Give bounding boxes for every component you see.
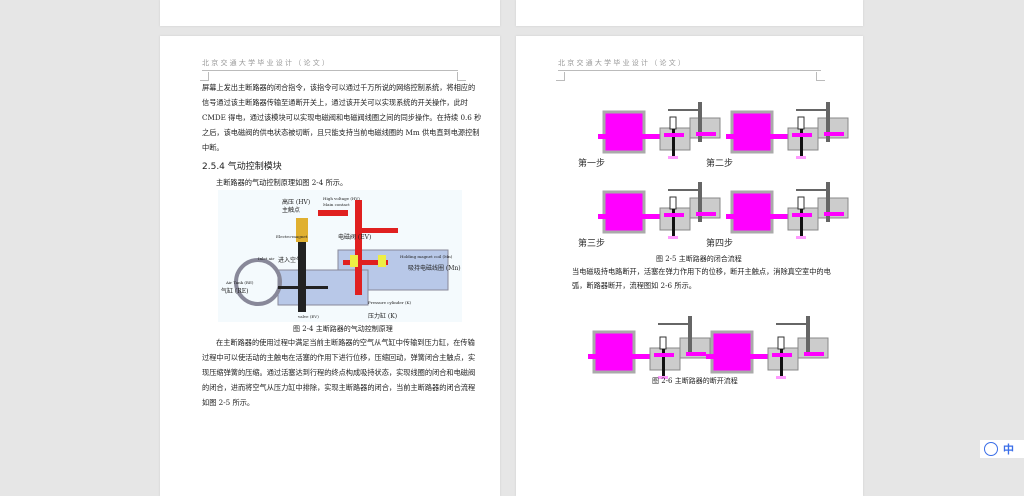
paragraph-line: 在主断路器的使用过程中满足当前主断路器的空气从气缸中传输到压力缸，在传输 (216, 338, 475, 347)
paragraph-line: 过程中可以使活动的主触电在活塞的作用下进行位移，压缩回动，弹簧闭合主触点，实 (202, 353, 476, 362)
svg-text:进入空气: 进入空气 (278, 256, 302, 264)
paragraph: 弧，断路器断开，流程图如 2-6 所示。 (572, 281, 696, 290)
page-right: 北 京 交 通 大 学 毕 业 设 计 （ 论 文 ） 第一步 第二步 第三步 … (516, 36, 863, 496)
page-header: 北 京 交 通 大 学 毕 业 设 计 （ 论 文 ） (558, 58, 821, 71)
svg-text:High voltage (HV): High voltage (HV) (323, 196, 360, 201)
paragraph-line: 屏幕上发出主断路器的闭合指令，该指令可以通过千万所说的网络控制系统，将相应的 (202, 83, 476, 92)
svg-text:电磁阀 (EV): 电磁阀 (EV) (338, 233, 371, 241)
svg-text:Electro-magnet: Electro-magnet (276, 234, 308, 239)
svg-text:压力缸 (K): 压力缸 (K) (368, 312, 397, 320)
page-left: 北 京 交 通 大 学 毕 业 设 计 （ 论 文 ） 屏幕上发出主断路器的闭合… (160, 36, 500, 496)
breaker-step-diagram (726, 102, 849, 159)
svg-text:Holding magnet coil (Mn): Holding magnet coil (Mn) (400, 254, 453, 259)
figure-caption: 图 2-4 主断路器的气动控制原理 (293, 325, 393, 333)
page-header: 北 京 交 通 大 学 毕 业 设 计 （ 论 文 ） (202, 58, 458, 71)
ime-toolbar[interactable]: 中 (980, 440, 1024, 458)
paragraph-line: CMDE 得电，通过该模块可以实现电磁阀和电磁阀线圈之间的同步操作。在持续 0.… (202, 113, 482, 122)
intro-text: 主断路器的气动控制原理如图 2-4 所示。 (216, 178, 348, 187)
breaker-step-diagram (598, 182, 721, 239)
breaker-step-diagram (706, 316, 829, 379)
paragraph-line: 中断。 (202, 143, 224, 152)
svg-text:Inlet air: Inlet air (258, 256, 274, 261)
svg-text:Main contact: Main contact (323, 202, 350, 207)
paragraph-line: 的闭合，进而将空气从压力缸中排除，实现主断路器的闭合，当前主断路器的闭合流程 (202, 383, 476, 392)
svg-text:主触点: 主触点 (282, 206, 300, 214)
paragraph-line: 如图 2-5 所示。 (202, 398, 255, 407)
figure-caption-2-5: 图 2-5 主断路器的闭合流程 (656, 255, 742, 263)
svg-text:气缸 (RE): 气缸 (RE) (221, 287, 249, 295)
paragraph: 当电磁吸持电路断开，活塞在弹力作用下的位移，断开主触点，消除真空室中的电 (572, 267, 831, 276)
ime-logo-icon[interactable] (984, 442, 998, 456)
prev-page-left (160, 0, 500, 26)
pneumatic-diagram: 高压 (HV) 主触点 High voltage (HV) Main conta… (218, 190, 462, 322)
breaker-step-diagram (598, 102, 721, 159)
paragraph-line: 之后，该电磁阀的供电状态被切断，且只能支持当前电磁线圈的 Mm 供电直到电源控制 (202, 128, 480, 137)
svg-text:valve (EV): valve (EV) (297, 314, 319, 319)
step-label: 第一步 (578, 159, 606, 169)
svg-text:高压 (HV): 高压 (HV) (282, 198, 310, 206)
section-heading: 2.5.4 气动控制模块 (202, 162, 282, 172)
paragraph-line: 信号通过该主断路器传输至通断开关上，通过该开关可以实现系统的开关操作，此时 (202, 98, 468, 107)
svg-text:Air Tank (RE): Air Tank (RE) (225, 280, 254, 285)
paragraph-line: 现压缩弹簧的压缩。通过活塞达到行程的终点构成吸持状态，实现线圈的闭合和电磁阀 (202, 368, 476, 377)
figure-caption-2-6: 图 2-6 主断路器的断开流程 (652, 377, 738, 385)
prev-page-right (516, 0, 863, 26)
step-label: 第二步 (706, 159, 734, 169)
svg-text:吸持电磁线圈 (Mn): 吸持电磁线圈 (Mn) (408, 264, 461, 272)
breaker-step-diagram (726, 182, 849, 239)
svg-text:Pressure cylinder (K): Pressure cylinder (K) (368, 300, 411, 305)
ime-mode[interactable]: 中 (1003, 443, 1014, 456)
breaker-step-diagram (588, 316, 711, 379)
step-label: 第四步 (706, 239, 734, 249)
step-label: 第三步 (578, 239, 606, 249)
